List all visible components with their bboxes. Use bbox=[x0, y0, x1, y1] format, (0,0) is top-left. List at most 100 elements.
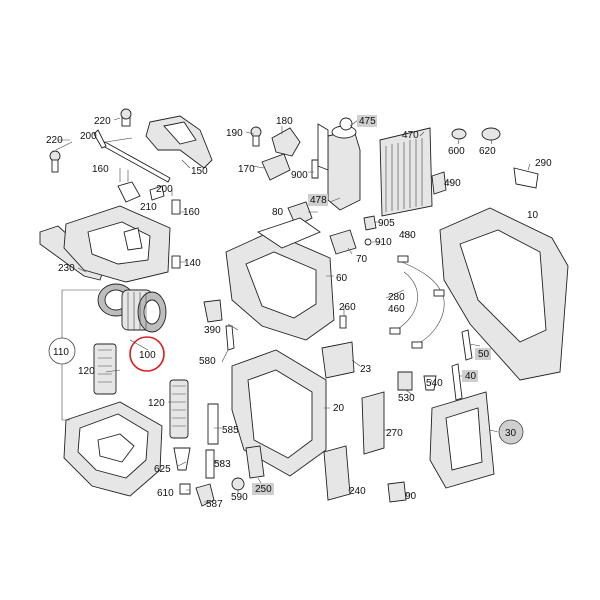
label-905: 905 bbox=[378, 218, 395, 229]
label-470: 470 bbox=[402, 130, 419, 141]
part-540 bbox=[423, 375, 437, 391]
callout-30-circle bbox=[498, 419, 524, 445]
part-587 bbox=[195, 483, 215, 507]
linkage-210 bbox=[117, 170, 165, 203]
screw-910 bbox=[364, 238, 372, 246]
label-120-right: 120 bbox=[148, 398, 165, 409]
lever-40 bbox=[451, 363, 463, 401]
part-610 bbox=[179, 483, 191, 495]
actuator-170 bbox=[261, 153, 291, 181]
label-210: 210 bbox=[140, 202, 157, 213]
label-900: 900 bbox=[291, 170, 308, 181]
label-70: 70 bbox=[356, 254, 368, 265]
label-230: 230 bbox=[58, 263, 75, 274]
filter-element-120 bbox=[93, 343, 117, 395]
label-10: 10 bbox=[527, 210, 539, 221]
grommet-590 bbox=[231, 477, 245, 491]
label-200-top: 200 bbox=[80, 131, 97, 142]
label-480: 480 bbox=[399, 230, 416, 241]
label-625: 625 bbox=[154, 464, 171, 475]
blower-motor-100 bbox=[97, 283, 167, 333]
label-90: 90 bbox=[405, 491, 417, 502]
label-250: 250 bbox=[255, 484, 272, 495]
label-50: 50 bbox=[478, 349, 490, 360]
tube-583 bbox=[205, 449, 215, 479]
label-610: 610 bbox=[157, 488, 174, 499]
evaporator-housing-10 bbox=[439, 207, 569, 381]
sensor-905 bbox=[363, 215, 377, 231]
part-625 bbox=[173, 447, 191, 471]
actuator-180 bbox=[271, 127, 301, 157]
screw-190 bbox=[250, 126, 262, 147]
label-30: 30 bbox=[505, 428, 517, 439]
plate-250 bbox=[245, 445, 265, 479]
clip-160 bbox=[171, 199, 181, 215]
pleated-element-120 bbox=[169, 379, 189, 439]
label-583: 583 bbox=[214, 459, 231, 470]
label-290: 290 bbox=[535, 158, 552, 169]
lever-580 bbox=[225, 325, 235, 351]
label-240: 240 bbox=[349, 486, 366, 497]
label-170: 170 bbox=[238, 164, 255, 175]
label-190: 190 bbox=[226, 128, 243, 139]
actuator-70 bbox=[329, 229, 357, 255]
heater-core-470 bbox=[379, 127, 433, 217]
part-90 bbox=[387, 481, 407, 503]
label-590: 590 bbox=[231, 492, 248, 503]
label-260: 260 bbox=[339, 302, 356, 313]
label-40: 40 bbox=[465, 371, 477, 382]
callout-110-circle bbox=[48, 337, 76, 365]
part-140 bbox=[171, 255, 181, 269]
label-100: 100 bbox=[139, 350, 156, 361]
screw-220-left bbox=[49, 150, 61, 173]
label-120-left: 120 bbox=[78, 366, 95, 377]
label-60: 60 bbox=[336, 273, 348, 284]
label-490: 490 bbox=[444, 178, 461, 189]
lever-50 bbox=[461, 329, 473, 361]
highlight-circle-100 bbox=[129, 336, 165, 372]
label-580: 580 bbox=[199, 356, 216, 367]
clip-290 bbox=[513, 167, 539, 189]
screw-220-top bbox=[120, 108, 132, 127]
grommet-620 bbox=[481, 127, 501, 141]
label-460: 460 bbox=[388, 304, 405, 315]
label-270: 270 bbox=[386, 428, 403, 439]
duct-270 bbox=[361, 391, 385, 455]
label-110: 110 bbox=[53, 347, 69, 358]
label-620: 620 bbox=[479, 146, 496, 157]
label-220-left: 220 bbox=[46, 135, 63, 146]
label-585: 585 bbox=[222, 425, 239, 436]
label-390: 390 bbox=[204, 325, 221, 336]
label-600: 600 bbox=[448, 146, 465, 157]
bracket-240 bbox=[323, 445, 351, 501]
label-540: 540 bbox=[426, 378, 443, 389]
reservoir-475 bbox=[317, 117, 361, 211]
label-140: 140 bbox=[184, 258, 201, 269]
label-160-left: 160 bbox=[92, 164, 109, 175]
tube-585 bbox=[207, 403, 219, 445]
label-20: 20 bbox=[333, 403, 345, 414]
label-478: 478 bbox=[310, 195, 327, 206]
part-23 bbox=[321, 341, 355, 379]
clip-260 bbox=[339, 315, 347, 329]
label-280: 280 bbox=[388, 292, 405, 303]
label-587: 587 bbox=[206, 499, 223, 510]
hvac-lower-20 bbox=[231, 349, 327, 477]
label-475: 475 bbox=[359, 116, 376, 127]
hvac-housing-60 bbox=[225, 217, 335, 341]
part-530 bbox=[397, 371, 413, 391]
label-23: 23 bbox=[360, 364, 372, 375]
grommet-600 bbox=[451, 128, 467, 140]
label-180: 180 bbox=[276, 116, 293, 127]
label-200-mid: 200 bbox=[156, 184, 173, 195]
label-150: 150 bbox=[191, 166, 208, 177]
label-160-right: 160 bbox=[183, 207, 200, 218]
label-910: 910 bbox=[375, 237, 392, 248]
label-530: 530 bbox=[398, 393, 415, 404]
bracket-390 bbox=[203, 299, 223, 323]
label-80: 80 bbox=[272, 207, 284, 218]
part-490 bbox=[431, 171, 447, 195]
wiring-harness-280 bbox=[389, 255, 445, 349]
label-220-top: 220 bbox=[94, 116, 111, 127]
